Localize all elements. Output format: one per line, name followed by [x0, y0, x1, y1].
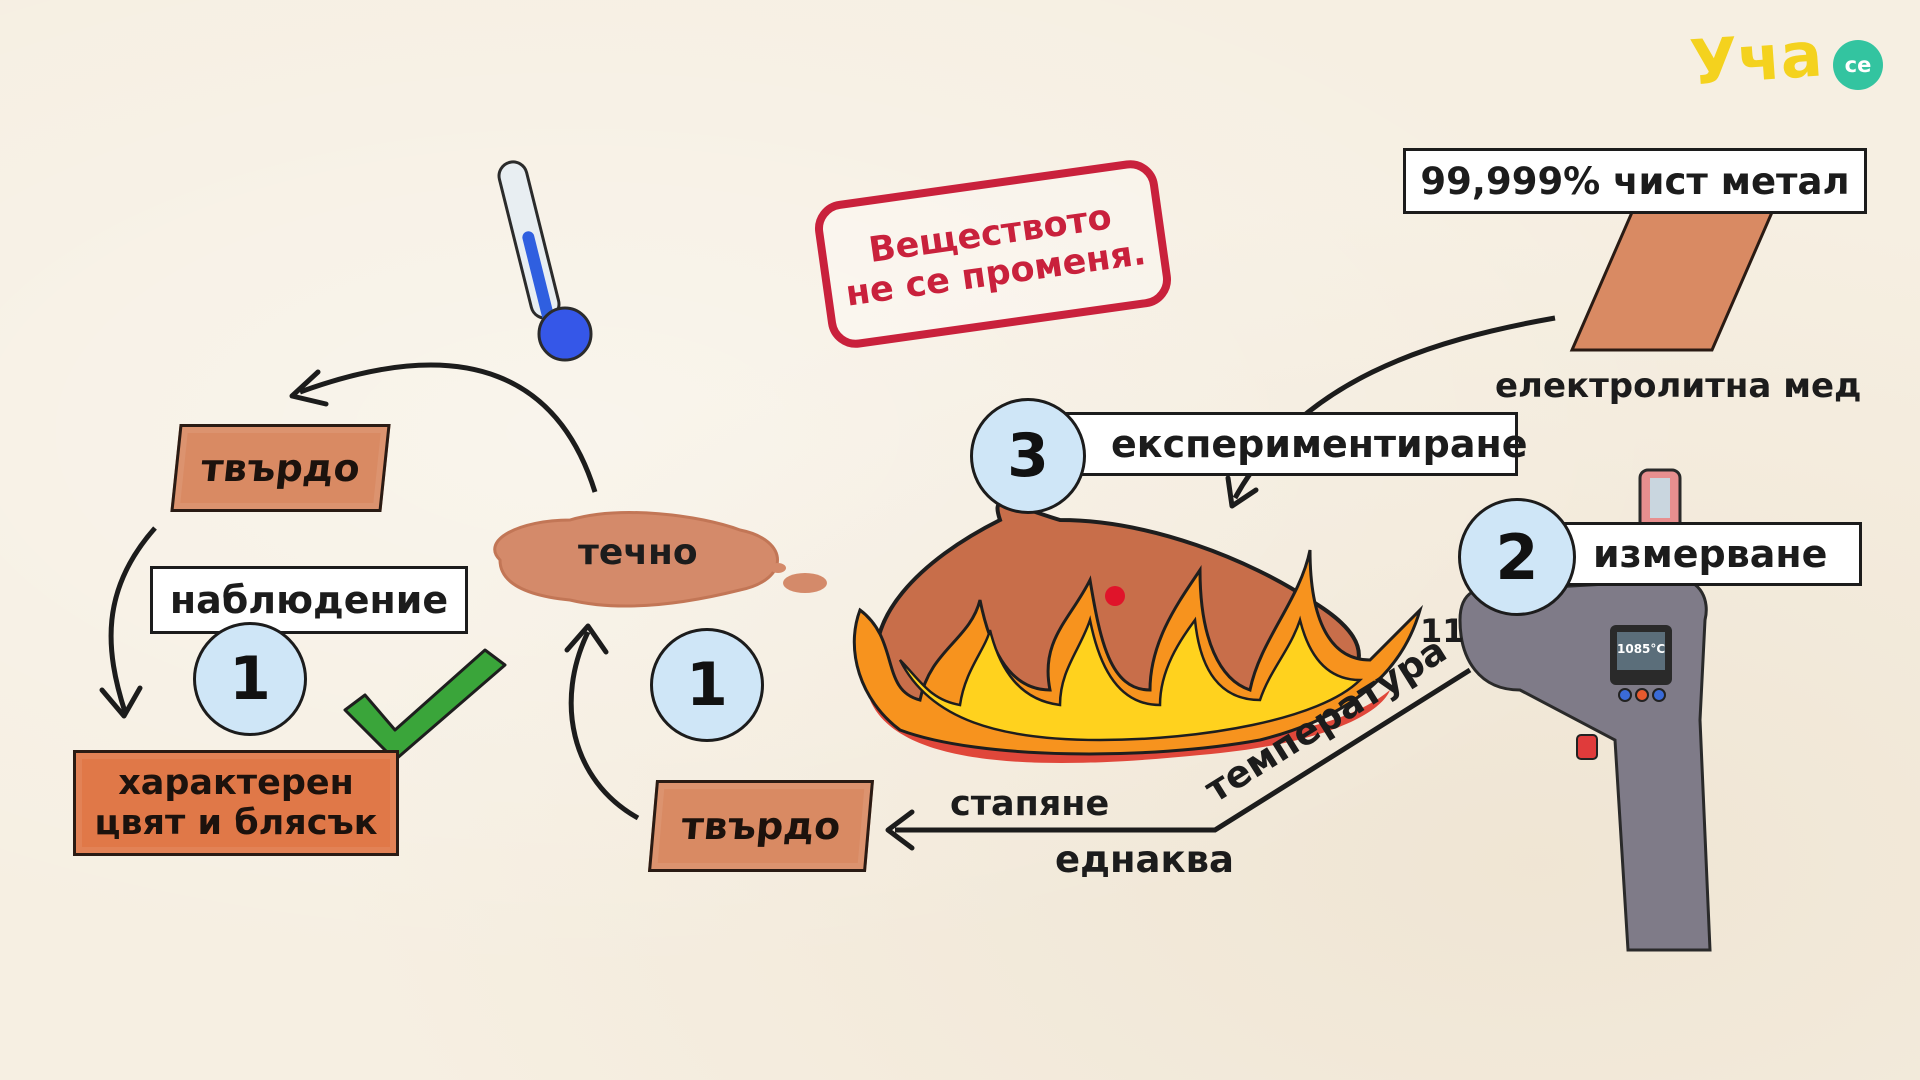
uchase-logo[interactable]: Уча: [1687, 17, 1825, 100]
step-1-circle-center: 1: [650, 628, 764, 742]
copper-slab: [1569, 208, 1776, 352]
state-solid-top: твърдо: [170, 424, 391, 512]
arrow-solid-to-liquid: [568, 630, 640, 821]
arrow-melting: [895, 667, 1472, 833]
arrow-solid-to-result: [108, 526, 157, 713]
same-label: еднаква: [1055, 838, 1235, 881]
partial-number: 11: [1420, 612, 1465, 650]
step-observation-label: наблюдение: [150, 566, 468, 634]
arrow-liquid-to-solid: [299, 362, 598, 493]
step-3-circle: 3: [970, 398, 1086, 514]
logo-badge: се: [1833, 40, 1883, 90]
result-characteristic-color: характерен цвят и блясък: [73, 750, 399, 856]
melting-label: стапяне: [950, 784, 1110, 824]
thermometer-readout: 1085°C: [1617, 642, 1666, 656]
step-1-circle-left: 1: [193, 622, 307, 736]
state-liquid: течно: [578, 532, 698, 573]
copper-name-label: електролитна мед: [1495, 366, 1862, 406]
check-icon: [343, 648, 507, 762]
step-measuring-label: измерване: [1550, 522, 1862, 586]
step-experimenting-label: експериментиране: [1058, 412, 1528, 476]
thermometer-icon: [497, 160, 593, 362]
result-line-1: характерен: [118, 762, 354, 803]
metal-purity-label: 99,999% чист метал: [1403, 148, 1867, 214]
infrared-thermometer-icon: [1458, 468, 1712, 952]
copper-lump-in-fire: [852, 500, 1424, 763]
liquid-puddle: [493, 511, 827, 608]
state-solid-bottom: твърдо: [647, 780, 875, 872]
result-line-2: цвят и блясък: [94, 803, 378, 843]
step-2-circle: 2: [1458, 498, 1576, 616]
